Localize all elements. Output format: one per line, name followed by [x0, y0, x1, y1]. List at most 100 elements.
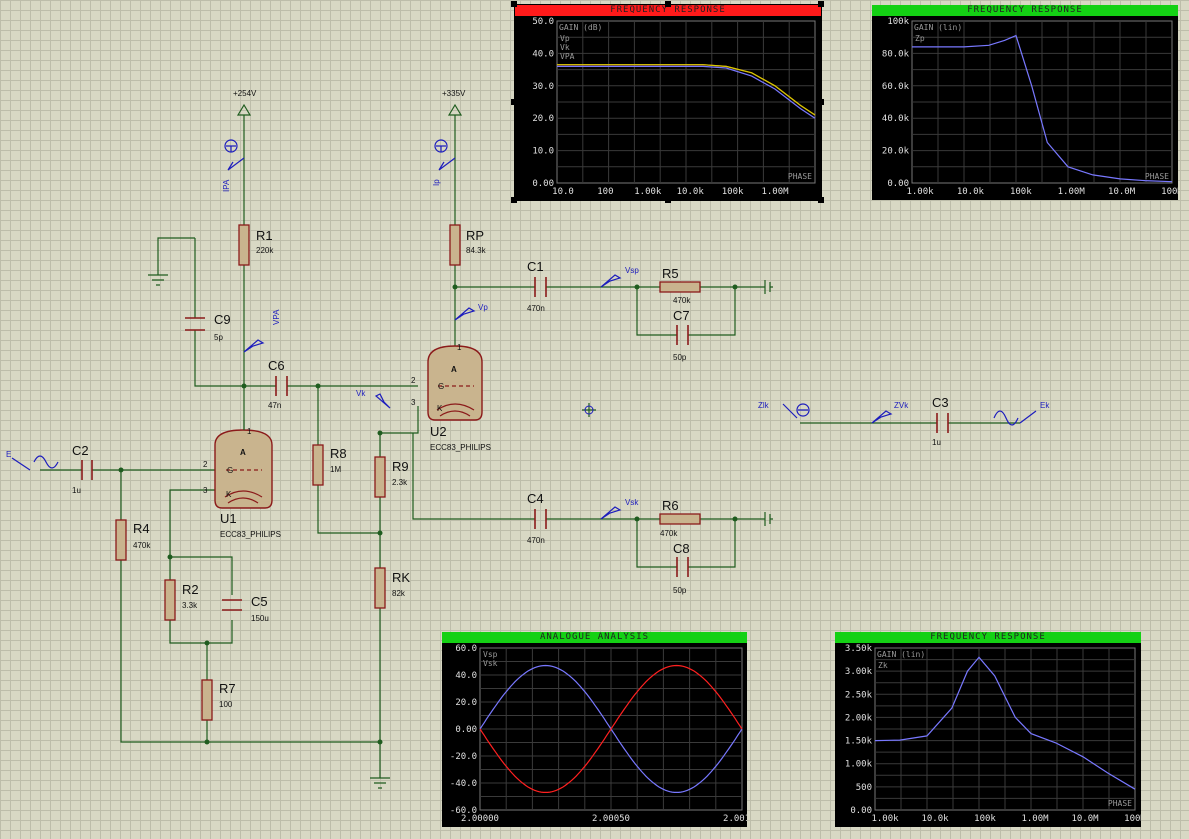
ipa-label: IPA	[222, 179, 231, 192]
signal-source-ek[interactable]: Ek	[993, 401, 1050, 426]
u2-grid-pin: G	[438, 382, 444, 391]
voltage-probe-vp[interactable]: Vp	[454, 303, 488, 321]
x-tick-label: 10.0k	[921, 814, 949, 824]
y-tick-label: 20.0	[532, 114, 554, 124]
resistor-r6[interactable]: R6 470k	[659, 498, 701, 538]
resistor-r5[interactable]: R5 470k	[659, 266, 701, 305]
x-tick-label: 10.0M	[1108, 187, 1136, 197]
r8-ref: R8	[330, 446, 347, 461]
capacitor-c5[interactable]: C5 150u	[222, 594, 269, 623]
y-axis-label: GAIN (lin)	[914, 23, 962, 32]
capacitor-c4[interactable]: C4 470n	[527, 491, 547, 545]
resistor-r4[interactable]: R4 470k	[115, 519, 151, 561]
legend-entry: Zp	[915, 34, 925, 43]
resistor-r9[interactable]: R9 2.3k	[374, 456, 409, 498]
y-tick-label: 40.0	[455, 671, 477, 681]
y-tick-label: 2.00k	[845, 713, 873, 723]
supply-254v[interactable]: +254V	[233, 89, 257, 116]
c7-value: 50p	[673, 353, 687, 362]
ip-label: Ip	[432, 179, 441, 186]
y-tick-label: 3.50k	[845, 644, 873, 654]
x-tick-label: 100k	[974, 814, 996, 824]
rk-value: 82k	[392, 589, 406, 598]
voltage-probe-vk[interactable]: Vk	[356, 389, 391, 409]
capacitor-c3[interactable]: C3 1u	[932, 395, 949, 447]
u1-pin-2: 2	[203, 460, 208, 469]
capacitor-c8[interactable]: C8 50p	[673, 541, 690, 595]
resistor-r8[interactable]: R8 1M	[312, 444, 347, 486]
c8-value: 50p	[673, 586, 687, 595]
voltage-probe-vsk[interactable]: Vsk	[600, 498, 639, 520]
supply-335v[interactable]: +335V	[442, 89, 466, 116]
y-tick-label: 10.0	[532, 147, 554, 157]
resistor-r7[interactable]: R7 100	[201, 679, 236, 721]
rp-ref: RP	[466, 228, 484, 243]
r8-value: 1M	[330, 465, 341, 474]
y-tick-label: 1.50k	[845, 737, 873, 747]
resistor-rp[interactable]: RP 84.3k	[449, 224, 487, 266]
current-probe-ipa[interactable]: IPA	[222, 139, 245, 192]
y-axis-label: GAIN (dB)	[559, 23, 602, 32]
graph-title[interactable]: FREQUENCY RESPONSE	[872, 5, 1178, 16]
source-e-label: E	[6, 450, 11, 459]
current-probe-zik[interactable]: Zlk	[758, 401, 810, 419]
graph-title[interactable]: FREQUENCY RESPONSE	[835, 632, 1141, 643]
graph-title[interactable]: ANALOGUE ANALYSIS	[442, 632, 747, 643]
u1-anode-pin: A	[240, 448, 246, 457]
series-line-zp	[912, 34, 1173, 183]
r2-ref: R2	[182, 582, 199, 597]
r5-ref: R5	[662, 266, 679, 281]
ground-symbol[interactable]	[148, 274, 168, 286]
y-tick-label: 0.00	[850, 806, 872, 816]
x-tick-label: 1.00M	[761, 187, 789, 197]
resistor-rk[interactable]: RK 82k	[374, 567, 410, 609]
capacitor-c9[interactable]: C9 5p	[185, 312, 231, 342]
r6-value: 470k	[660, 529, 678, 538]
rk-ref: RK	[392, 570, 410, 585]
y-tick-label: 500	[856, 783, 872, 793]
voltage-probe-vsp[interactable]: Vsp	[600, 266, 639, 288]
x-tick-label: 10.0k	[677, 187, 705, 197]
legend-entry: Vsp	[483, 650, 498, 659]
vp-label: Vp	[478, 303, 488, 312]
capacitor-c1[interactable]: C1 470n	[527, 259, 547, 313]
x-tick-label: 2.00050	[592, 814, 630, 824]
signal-source-e[interactable]: E	[6, 450, 59, 471]
ground-symbol[interactable]	[370, 777, 390, 789]
capacitor-c7[interactable]: C7 50p	[673, 308, 690, 362]
x-tick-label: 1.00k	[906, 187, 934, 197]
resistor-r1[interactable]: R1 220k	[238, 224, 274, 266]
x-tick-label: 1.00M	[1021, 814, 1049, 824]
voltage-probe-zvk[interactable]: ZVk	[871, 401, 909, 424]
resistor-r2[interactable]: R2 3.3k	[164, 579, 199, 621]
x-tick-label: 100k	[722, 187, 744, 197]
legend-entry: Vsk	[483, 659, 498, 668]
u2-pin-1: 1	[457, 343, 462, 352]
phase-label: PHASE	[1145, 172, 1169, 181]
r6-ref: R6	[662, 498, 679, 513]
graph-title[interactable]: FREQUENCY RESPONSE	[515, 5, 821, 16]
triode-u1[interactable]: A G K 1 2 3 U1 ECC83_PHILIPS	[203, 420, 281, 539]
ground-terminal[interactable]	[764, 280, 773, 294]
c9-value: 5p	[214, 333, 223, 342]
supply-254v-label: +254V	[233, 89, 257, 98]
x-tick-label: 100	[597, 187, 613, 197]
y-tick-label: 0.00	[455, 725, 477, 735]
capacitor-c6[interactable]: C6 47n	[268, 358, 288, 410]
current-probe-ip[interactable]: Ip	[432, 139, 456, 186]
x-tick-label: 100M	[1124, 814, 1141, 824]
capacitor-c2[interactable]: C2 1u	[72, 443, 93, 495]
voltage-probe-vpa[interactable]: VPA	[243, 309, 281, 353]
triode-u2[interactable]: A G K 1 2 3 U2 ECC83_PHILIPS	[411, 343, 491, 452]
c5-value: 150u	[251, 614, 269, 623]
ground-terminal[interactable]	[764, 512, 773, 526]
u2-pin-2: 2	[411, 376, 416, 385]
